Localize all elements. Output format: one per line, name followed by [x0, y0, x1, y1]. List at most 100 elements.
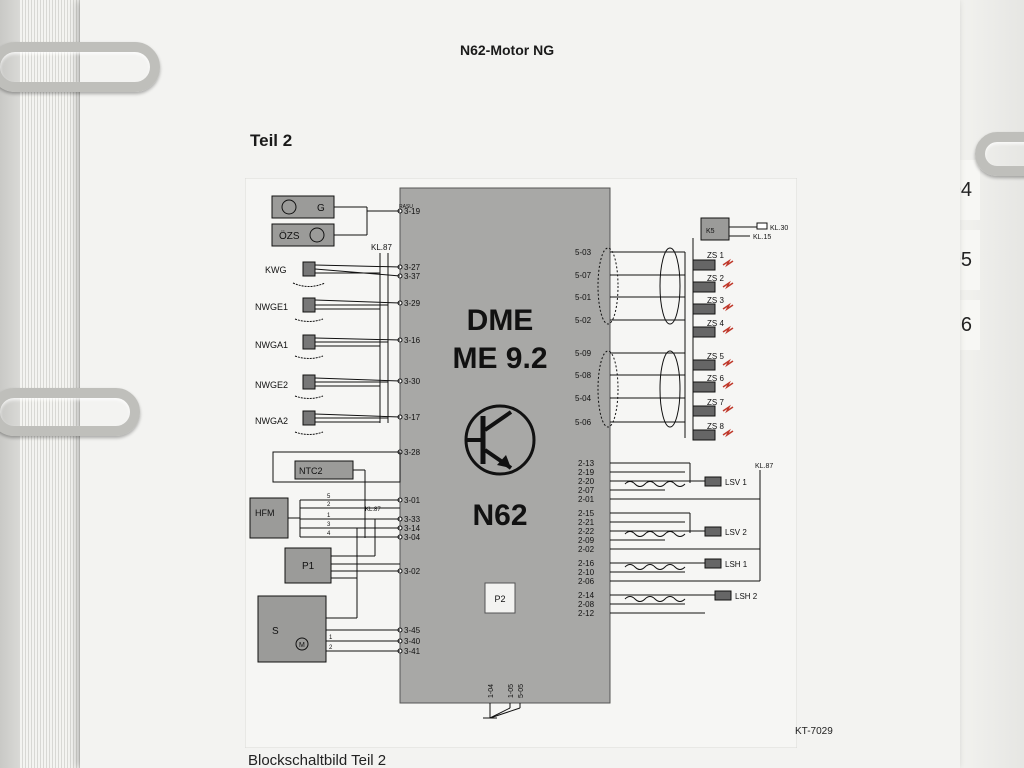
pin-label: 3-45: [404, 626, 421, 635]
ntc2-label: NTC2: [299, 466, 323, 476]
svg-text:LSV 2: LSV 2: [725, 528, 747, 537]
pin-label: 3-02: [404, 567, 421, 576]
p1-label: P1: [302, 561, 315, 572]
lambda-sensors: [704, 476, 732, 601]
svg-text:2-07: 2-07: [578, 486, 595, 495]
svg-text:ZS 2: ZS 2: [707, 274, 724, 283]
svg-text:2-20: 2-20: [578, 477, 595, 486]
pin-label: 5-03: [575, 248, 592, 257]
rasg-label: RASU: [399, 204, 413, 210]
right-bottom-wiring: [610, 462, 761, 614]
svg-text:LSH 2: LSH 2: [735, 592, 758, 601]
ecu-label-engine: N62: [472, 499, 527, 532]
relay-k5-label: K5: [706, 228, 715, 235]
pin-label: 3-40: [404, 637, 421, 646]
pin-label: 3-19: [404, 207, 421, 216]
pin-label: 3-01: [404, 496, 421, 505]
pin-label: 3-17: [404, 413, 421, 422]
nwge2-label: NWGE2: [255, 380, 288, 390]
pin-label: 3-41: [404, 647, 421, 656]
transistor-icon: [464, 404, 536, 476]
svg-text:2-01: 2-01: [578, 495, 595, 504]
svg-text:2-14: 2-14: [578, 591, 595, 600]
page-stack: [20, 0, 90, 768]
svg-text:ZS 3: ZS 3: [707, 296, 724, 305]
ecu-sub-box-label: P2: [494, 594, 505, 604]
kl30-label: KL.30: [770, 225, 788, 232]
svg-text:2-02: 2-02: [578, 545, 595, 554]
spark-icons: [722, 258, 734, 438]
svg-text:2-16: 2-16: [578, 559, 595, 568]
ecu-body: [399, 187, 611, 704]
pin-label: 3-37: [404, 272, 421, 281]
s-label: S: [272, 626, 279, 637]
kwg-label: KWG: [265, 265, 287, 275]
svg-text:2-06: 2-06: [578, 577, 595, 586]
diagram-svg: DME ME 9.2 N62 P2 3-19 3-27 3-37 3-29 3-…: [244, 177, 798, 749]
left-pin-labels: 3-19 3-27 3-37 3-29 3-16 3-30 3-17 3-28 …: [404, 207, 421, 656]
svg-text:1-05: 1-05: [508, 684, 515, 698]
sensor-wheels: [292, 282, 326, 435]
ecu-label-model: ME 9.2: [452, 342, 547, 375]
svg-text:2: 2: [329, 645, 333, 651]
ignition-coils: [692, 259, 716, 441]
sensor-labels: KWG NWGE1 NWGA1 NWGE2 NWGA2: [255, 265, 288, 426]
ecu-label-dme: DME: [467, 304, 534, 337]
motor-icon: M: [295, 637, 309, 651]
svg-text:ZS 4: ZS 4: [707, 319, 724, 328]
left-wiring: [249, 195, 401, 663]
right-bottom-pin-labels: 2-13 2-19 2-20 2-07 2-01 2-15 2-21 2-22 …: [578, 459, 595, 618]
kl15-label: KL.15: [753, 234, 771, 241]
right-top-pin-labels: 5-03 5-07 5-01 5-02 5-09 5-08 5-04 5-06: [575, 248, 592, 427]
bottom-pin-labels: 1-04 1-05 5-05: [488, 684, 525, 698]
coil-labels: ZS 1 ZS 2 ZS 3 ZS 4 ZS 5 ZS 6 ZS 7 ZS 8: [707, 251, 724, 431]
svg-text:2-10: 2-10: [578, 568, 595, 577]
kl87-label-left: KL.87: [371, 243, 392, 252]
kl87-label-right: KL.87: [755, 463, 773, 470]
svg-text:2-22: 2-22: [578, 527, 595, 536]
svg-text:ÖZS: ÖZS: [279, 230, 300, 242]
svg-text:2-21: 2-21: [578, 518, 595, 527]
pin-label: 3-28: [404, 448, 421, 457]
svg-text:ZS 1: ZS 1: [707, 251, 724, 260]
svg-text:LSH 1: LSH 1: [725, 560, 748, 569]
svg-text:ZS 8: ZS 8: [707, 422, 724, 431]
binder-ring-top: [0, 42, 160, 92]
svg-text:2-12: 2-12: [578, 609, 595, 618]
figure-code: KT-7029: [795, 726, 833, 737]
svg-text:1: 1: [327, 513, 331, 519]
hfm-kl87-label: KL.87: [365, 507, 381, 513]
pin-label: 5-04: [575, 394, 592, 403]
camshaft-sensors: [302, 261, 316, 426]
hfm-pin-numbers: 5 2 1 3 4: [327, 494, 331, 537]
s-pin-numbers: 1 2: [329, 635, 333, 651]
svg-text:ZS 7: ZS 7: [707, 398, 724, 407]
sensor-g-box: G: [281, 199, 325, 215]
svg-text:2-13: 2-13: [578, 459, 595, 468]
svg-text:2-19: 2-19: [578, 468, 595, 477]
svg-text:2: 2: [327, 502, 331, 508]
pin-label: 5-08: [575, 371, 592, 380]
wiring-diagram: DME ME 9.2 N62 P2 3-19 3-27 3-37 3-29 3-…: [244, 177, 798, 749]
hfm-label: HFM: [255, 508, 275, 518]
svg-text:ZS 6: ZS 6: [707, 374, 724, 383]
svg-text:3: 3: [327, 522, 331, 528]
ground-wiring: [483, 703, 521, 719]
binder-ring-middle: [0, 388, 140, 436]
figure-caption: Blockschaltbild Teil 2: [248, 752, 387, 768]
svg-text:G: G: [317, 203, 325, 214]
svg-text:2-09: 2-09: [578, 536, 595, 545]
svg-text:2-08: 2-08: [578, 600, 595, 609]
nwga1-label: NWGA1: [255, 340, 288, 350]
svg-text:5-05: 5-05: [518, 684, 525, 698]
pin-label: 3-33: [404, 515, 421, 524]
ecu-sub-box-p2: [484, 582, 516, 614]
pin-label: 5-01: [575, 293, 592, 302]
pin-label: 3-04: [404, 533, 421, 542]
pin-label: 3-27: [404, 263, 421, 272]
pin-label: 5-07: [575, 271, 592, 280]
svg-text:M: M: [299, 642, 305, 649]
svg-text:ZS 5: ZS 5: [707, 352, 724, 361]
pin-label: 3-16: [404, 336, 421, 345]
